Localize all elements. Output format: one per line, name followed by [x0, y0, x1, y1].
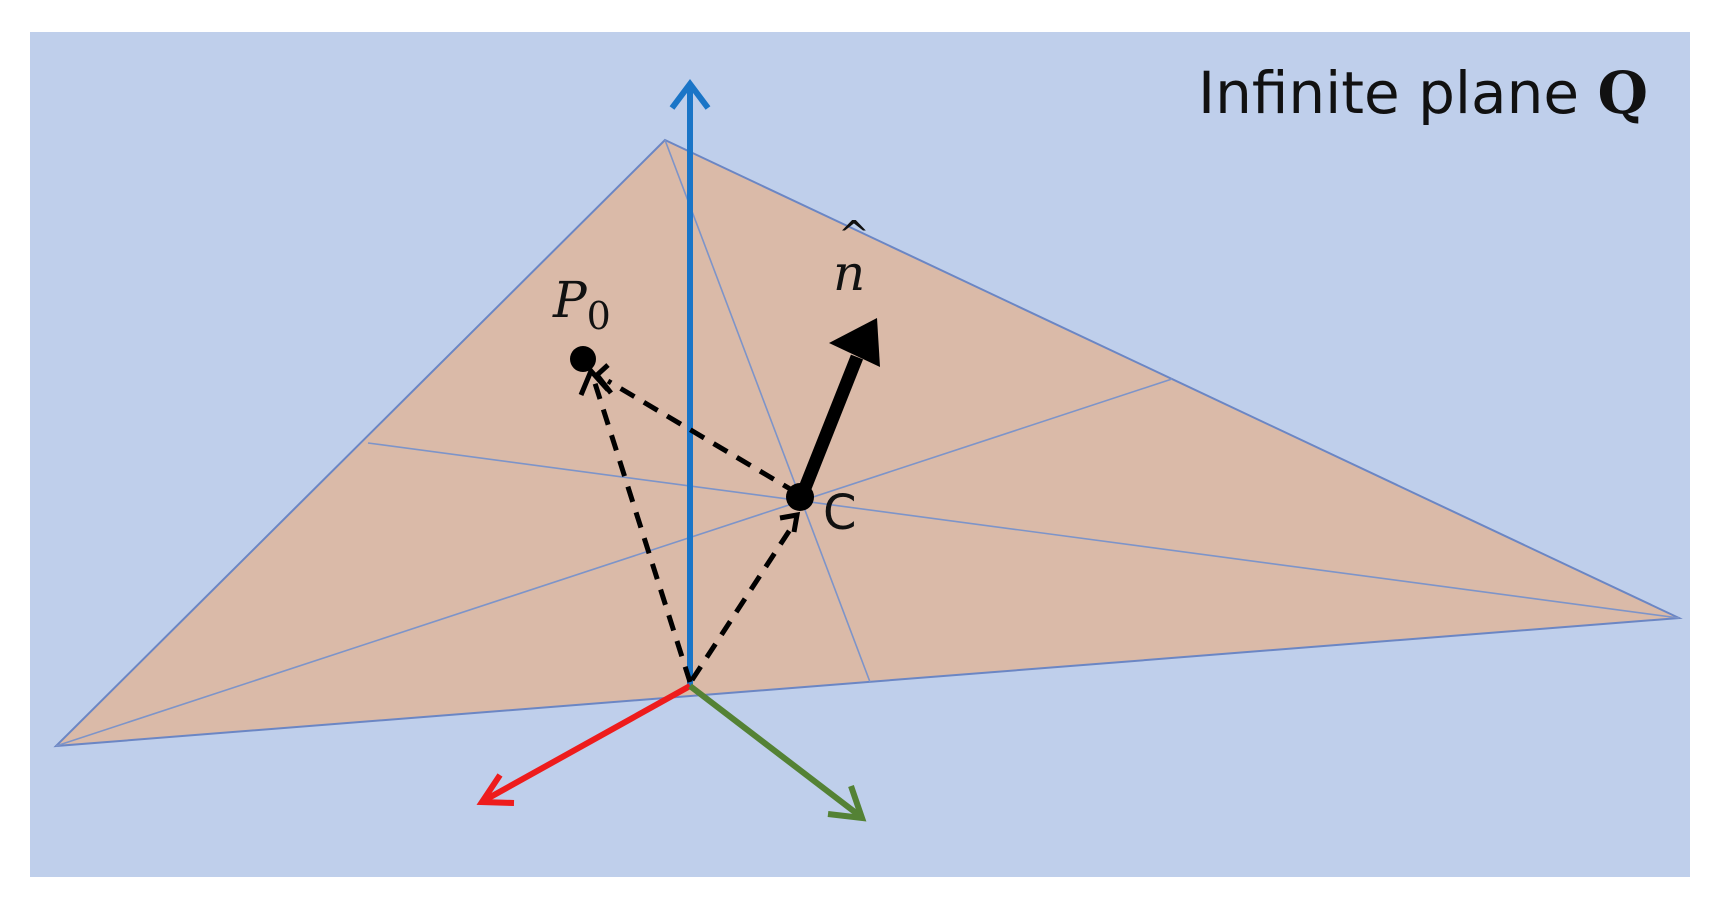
median-line	[664, 139, 871, 683]
point-c	[786, 483, 814, 511]
axis-left-arrowhead	[476, 773, 515, 806]
vector-origin-to-c	[689, 520, 798, 682]
normal-shaft	[796, 354, 864, 496]
axis-left	[483, 683, 692, 803]
arrowhead-to-c	[779, 511, 801, 533]
normal-vector	[796, 318, 880, 496]
plane-title: Infinite plane Q	[1198, 59, 1648, 127]
label-centroid: C	[823, 485, 857, 541]
plane-title-text: Infinite plane	[1198, 59, 1598, 127]
normal-arrowhead	[829, 318, 880, 367]
coordinate-axes	[476, 79, 867, 822]
dashed-vector-arrowheads	[578, 363, 801, 533]
point-p0	[570, 346, 596, 372]
label-normal: n	[833, 244, 865, 302]
label-normal-hat: ^	[838, 213, 870, 257]
vector-c-to-p0	[606, 378, 799, 496]
axis-up-arrowhead	[669, 79, 711, 110]
dashed-vectors	[590, 376, 799, 683]
axis-right	[688, 683, 862, 819]
arrowhead-c-to-p0	[593, 363, 613, 395]
label-p0: P0	[552, 271, 611, 338]
label-p0-subscript: 0	[587, 294, 611, 338]
plane-title-symbol: Q	[1597, 59, 1648, 127]
label-p0-letter: P	[552, 271, 588, 329]
median-line	[367, 442, 1680, 619]
triangle-medians	[55, 139, 1680, 747]
axis-right-arrowhead	[827, 785, 867, 822]
median-line	[55, 378, 1173, 747]
